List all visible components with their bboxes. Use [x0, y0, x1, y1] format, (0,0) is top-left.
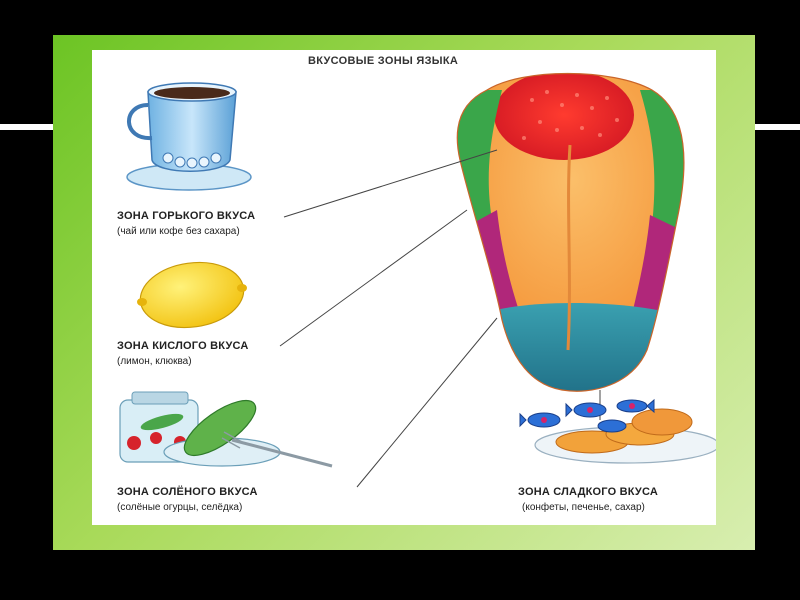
salty-zone-label: ЗОНА СОЛЁНОГО ВКУСА — [117, 486, 258, 498]
bitter-zone — [494, 73, 634, 160]
bitter-zone-examples: (чай или кофе без сахара) — [117, 226, 240, 237]
sour-zone-examples: (лимон, клюква) — [117, 356, 192, 367]
bitter-leader-line — [283, 149, 498, 218]
sour-leader-line — [279, 209, 468, 347]
lemon-icon — [137, 261, 247, 329]
pickle-jar-icon — [119, 391, 333, 468]
diagram-artwork — [119, 72, 716, 488]
left-white-bar — [0, 124, 53, 130]
bitter-zone-label: ЗОНА ГОРЬКОГО ВКУСА — [117, 210, 256, 222]
salty-zone-examples: (солёные огурцы, селёдка) — [117, 502, 243, 513]
sweet-zone-label: ЗОНА СЛАДКОГО ВКУСА — [518, 486, 658, 498]
sweet-zone-examples: (конфеты, печенье, сахар) — [522, 502, 645, 513]
right-white-bar — [755, 124, 800, 130]
salty-leader-line — [356, 317, 498, 488]
leader-lines — [279, 149, 601, 488]
tea-cup-icon — [126, 82, 252, 191]
taste-zones-diagram: ВКУСОВЫЕ ЗОНЫ ЯЗЫКА ЗОНА ГОРЬКОГО ВКУСА … — [92, 50, 716, 525]
sour-zone-left — [457, 90, 502, 250]
sour-zone-label: ЗОНА КИСЛОГО ВКУСА — [117, 340, 249, 352]
sour-zone-right — [640, 90, 684, 250]
diagram-title: ВКУСОВЫЕ ЗОНЫ ЯЗЫКА — [308, 55, 459, 67]
sweets-plate-icon — [519, 398, 716, 464]
tongue-illustration — [456, 72, 685, 392]
